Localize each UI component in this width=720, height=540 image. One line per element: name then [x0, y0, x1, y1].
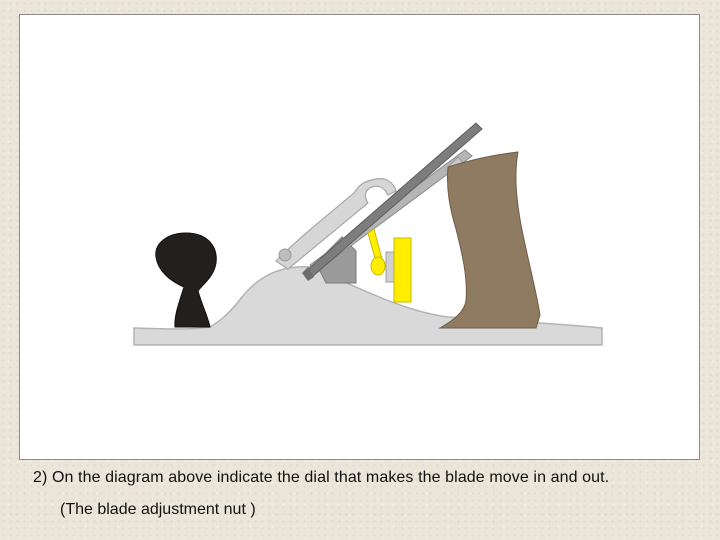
hint-text: (The blade adjustment nut )	[60, 501, 256, 518]
front-knob[interactable]	[155, 232, 217, 328]
rear-handle[interactable]	[438, 151, 541, 329]
lever-cap-screw-icon	[278, 248, 292, 262]
adjuster-plate[interactable]	[393, 237, 412, 303]
lever-cap[interactable]	[275, 178, 397, 270]
blade-adjustment-nut[interactable]	[370, 256, 386, 276]
diagram-frame	[19, 14, 700, 460]
hand-plane-diagram	[133, 122, 603, 346]
adjuster-housing	[385, 251, 395, 283]
blade-edge	[302, 267, 314, 281]
question-text: 2) On the diagram above indicate the dia…	[33, 469, 610, 486]
